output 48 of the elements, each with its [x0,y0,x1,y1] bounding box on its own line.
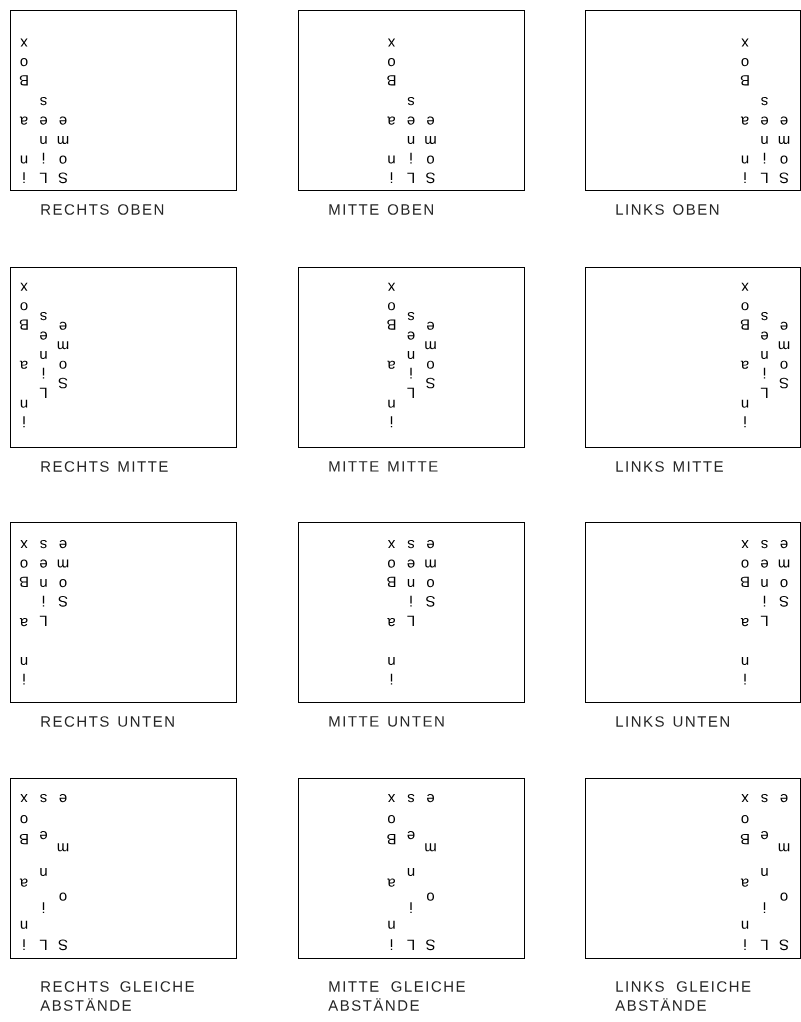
vertical-text: in a Box [387,38,396,183]
frame-caption: RECHTS UNTEN [41,716,174,727]
frame-caption: LINKS MITTE [616,461,723,472]
vertical-text: in a Box [740,794,749,950]
vertical-text: in a Box [19,540,28,685]
frame-caption: LINKS UNTEN [616,716,729,727]
frame-caption: RECHTS MITTE [41,461,168,472]
frame-caption: RECHTS OBEN [41,204,164,215]
frame-caption: MITTE GLEICHE ABSTÄNDE [328,981,465,1011]
vertical-text: Lines [760,311,769,398]
vertical-text: in a Box [740,540,749,685]
vertical-text: Lines [407,96,415,183]
vertical-text: Some [778,321,790,389]
vertical-text: Lines [39,793,48,950]
vertical-text: Some [57,539,69,607]
vertical-text: Some [57,321,69,389]
frame-caption: MITTE OBEN [329,204,433,215]
vertical-text: in a Box [387,282,396,428]
vertical-text: in a Box [740,38,749,183]
vertical-text: in a Box [19,794,28,950]
vertical-text: Some [425,321,436,389]
vertical-text: Lines [39,539,48,626]
frame-caption: RECHTS GLEICHE ABSTÄNDE [40,981,194,1011]
frame-caption: MITTE UNTEN [329,716,444,727]
vertical-text: Some [778,793,790,951]
vertical-text: Lines [407,311,415,398]
vertical-text: in a Box [19,282,28,428]
vertical-text: Some [778,116,790,184]
vertical-text: Some [778,539,790,607]
vertical-text: Some [57,793,69,951]
vertical-text: in a Box [19,38,28,183]
frame-caption: LINKS OBEN [616,204,719,215]
vertical-text: in a Box [740,282,749,428]
vertical-text: Lines [39,96,48,183]
vertical-text: Lines [407,793,415,950]
vertical-text: Lines [760,539,769,626]
vertical-text: in a Box [387,794,396,950]
frame-caption: LINKS GLEICHE ABSTÄNDE [615,981,751,1011]
vertical-text: Some [425,539,436,607]
vertical-text: Some [425,793,436,951]
vertical-text: Lines [760,793,769,950]
vertical-text: in a Box [387,540,396,685]
vertical-text: Lines [760,96,769,183]
vertical-text: Some [57,116,69,184]
vertical-text: Some [425,116,436,184]
vertical-text: Lines [39,311,48,398]
frame-caption: MITTE MITTE [329,461,438,472]
vertical-text: Lines [407,539,415,626]
